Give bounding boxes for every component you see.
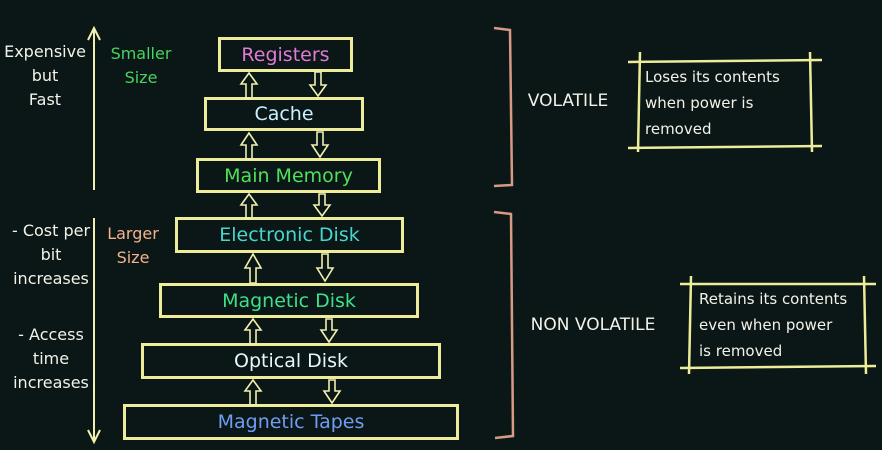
expensive-fast-note: Expensive but Fast: [4, 42, 86, 109]
transfer-arrows: [239, 71, 342, 406]
down-arrow-icon: [312, 193, 332, 218]
down-arrow-icon: [310, 131, 330, 159]
level-optical-disk: Optical Disk: [141, 343, 441, 379]
nonvolatile-note: Retains its contents even when power is …: [699, 290, 848, 360]
up-arrow-icon: [243, 378, 263, 406]
up-arrow-icon: [239, 131, 259, 160]
up-arrow-icon: [239, 192, 259, 219]
cost-per-bit-note: - Cost per bit increases: [11, 221, 91, 288]
speed-axis-arrow: [87, 25, 101, 190]
nonvolatile-bracket: [493, 210, 515, 440]
larger-size-label: Larger Size: [107, 224, 159, 267]
level-registers: Registers: [218, 37, 353, 72]
volatile-note: Loses its contents when power is removed: [645, 68, 780, 138]
up-arrow-icon: [243, 252, 263, 284]
nonvolatile-label: NON VOLATILE: [530, 315, 656, 335]
down-arrow-icon: [322, 379, 342, 405]
level-electronic-disk: Electronic Disk: [175, 217, 404, 253]
up-arrow-icon: [243, 317, 263, 345]
volatile-note-box: [627, 51, 823, 153]
down-arrow-icon: [308, 71, 328, 98]
level-cache: Cache: [204, 97, 364, 131]
down-arrow-icon: [319, 318, 339, 344]
smaller-size-label: Smaller Size: [110, 44, 172, 87]
nonvolatile-note-box: [679, 275, 877, 375]
volatile-bracket: [493, 26, 514, 188]
volatile-label: VOLATILE: [527, 91, 609, 111]
size-axis-arrow: [87, 218, 101, 445]
up-arrow-icon: [239, 71, 259, 99]
access-time-note: - Access time increases: [13, 325, 89, 392]
level-main-memory: Main Memory: [196, 158, 381, 193]
level-magnetic-disk: Magnetic Disk: [159, 283, 419, 318]
level-magnetic-tapes: Magnetic Tapes: [123, 404, 459, 440]
down-arrow-icon: [315, 253, 335, 283]
